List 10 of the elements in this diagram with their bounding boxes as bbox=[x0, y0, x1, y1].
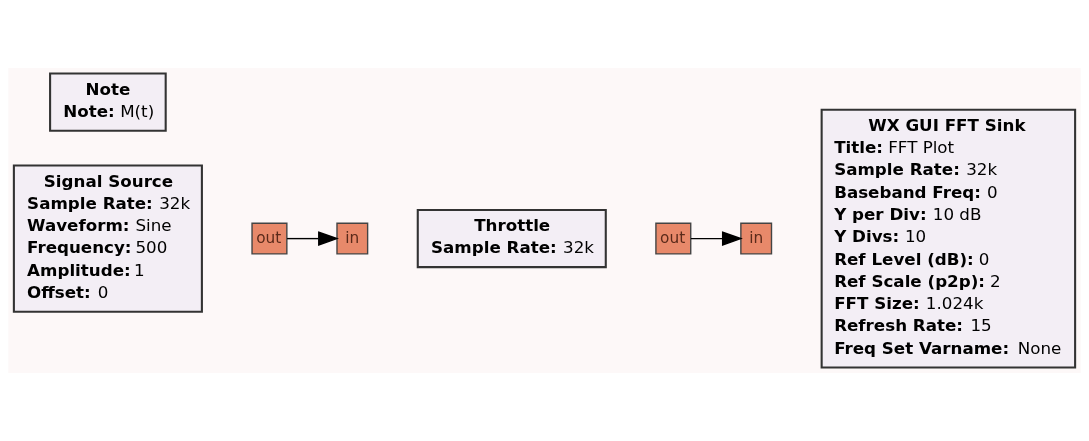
node-box: Signal Source Sample Rate: 32k Waveform: Sine Frequency: 500 Amplitude: 1 Offset: 0 bbox=[12, 164, 203, 313]
arrow bbox=[690, 231, 743, 246]
node-box: Throttle Sample Rate: 32k bbox=[416, 209, 607, 269]
node-box: Note Note: M(t) bbox=[49, 72, 167, 132]
node-box: out bbox=[655, 222, 692, 255]
node-box: WX GUI FFT Sink Title: FFT Plot Sample Rate: 32k Baseband Freq: 0 Y per Div: 10 dB Y Divs: 10 Ref Level (dB): 0 Ref Scale (p2p): 2 FFT Size: 1.024k Refresh Rate: 15 Freq Set Varname: None bbox=[820, 108, 1077, 369]
node-box: in bbox=[740, 222, 773, 255]
arrow bbox=[286, 231, 339, 246]
node-box: in bbox=[336, 222, 369, 255]
node-box: out bbox=[251, 222, 288, 255]
